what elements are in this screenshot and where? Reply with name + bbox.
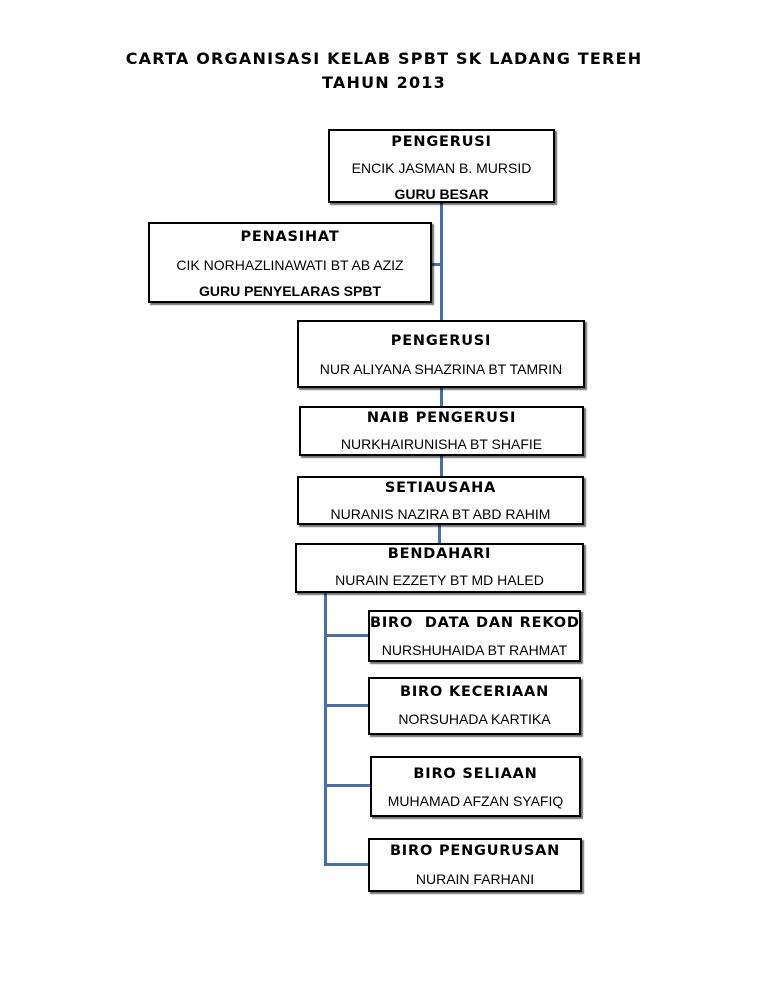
node-name: NUR ALIYANA SHAZRINA BT TAMRIN [319, 361, 563, 377]
node-role: BENDAHARI [387, 546, 492, 562]
node-biro-keceriaan: BIRO KECERIAAN NORSUHADA KARTIKA [368, 677, 581, 735]
node-name: NORSUHADA KARTIKA [398, 711, 551, 727]
node-naib-pengerusi: NAIB PENGERUSI NURKHAIRUNISHA BT SHAFIE [299, 406, 584, 456]
node-guru-besar: PENGERUSI ENCIK JASMAN B. MURSID GURU BE… [328, 129, 555, 203]
node-biro-data-dan-rekod: BIRO DATA DAN REKOD NURSHUHAIDA BT RAHMA… [368, 610, 581, 662]
connector-pengerusi-naib [440, 387, 443, 407]
node-name: NURANIS NAZIRA BT ABD RAHIM [330, 506, 551, 522]
node-name: NURAIN FARHANI [415, 871, 535, 887]
node-name: CIK NORHAZLINAWATI BT AB AZIZ [176, 257, 404, 273]
node-name: NURAIN EZZETY BT MD HALED [335, 572, 544, 588]
node-role: NAIB PENGERUSI [366, 410, 517, 426]
connector-biro-keceriaan [324, 704, 370, 707]
chart-title: CARTA ORGANISASI KELAB SPBT SK LADANG TE… [125, 49, 643, 68]
connector-biro-seliaan [324, 784, 372, 787]
node-name: ENCIK JASMAN B. MURSID [351, 160, 532, 176]
node-name: NURKHAIRUNISHA BT SHAFIE [340, 436, 543, 452]
connector-biro-data [324, 634, 370, 637]
node-pengerusi: PENGERUSI NUR ALIYANA SHAZRINA BT TAMRIN [297, 320, 585, 388]
node-role: BIRO KECERIAAN [399, 684, 549, 700]
node-biro-pengurusan: BIRO PENGURUSAN NURAIN FARHANI [368, 838, 582, 892]
node-role: PENGERUSI [390, 333, 492, 349]
connector-biro-pengurusan [324, 863, 370, 866]
connector-setiausaha-bendahari [438, 524, 441, 544]
node-position: GURU PENYELARAS SPBT [198, 283, 382, 299]
node-bendahari: BENDAHARI NURAIN EZZETY BT MD HALED [295, 543, 584, 593]
chart-subtitle-year: TAHUN 2013 [322, 73, 446, 92]
node-role: BIRO PENGURUSAN [389, 843, 561, 859]
node-setiausaha: SETIAUSAHA NURANIS NAZIRA BT ABD RAHIM [297, 476, 584, 525]
node-position: GURU BESAR [394, 186, 489, 202]
node-name: MUHAMAD AFZAN SYAFIQ [387, 793, 564, 809]
node-role: BIRO DATA DAN REKOD [370, 615, 580, 631]
connector-biro-vertical [324, 592, 327, 866]
node-role: BIRO SELIAAN [413, 766, 538, 782]
node-penasihat: PENASIHAT CIK NORHAZLINAWATI BT AB AZIZ … [148, 222, 432, 303]
node-role: PENASIHAT [240, 229, 340, 245]
connector-main-vertical [440, 202, 443, 320]
node-role: PENGERUSI [391, 134, 492, 150]
connector-penasihat [430, 263, 442, 266]
node-biro-seliaan: BIRO SELIAAN MUHAMAD AFZAN SYAFIQ [370, 756, 581, 817]
connector-naib-setiausaha [440, 455, 443, 477]
node-role: SETIAUSAHA [384, 480, 497, 496]
node-name: NURSHUHAIDA BT RAHMAT [381, 642, 568, 658]
